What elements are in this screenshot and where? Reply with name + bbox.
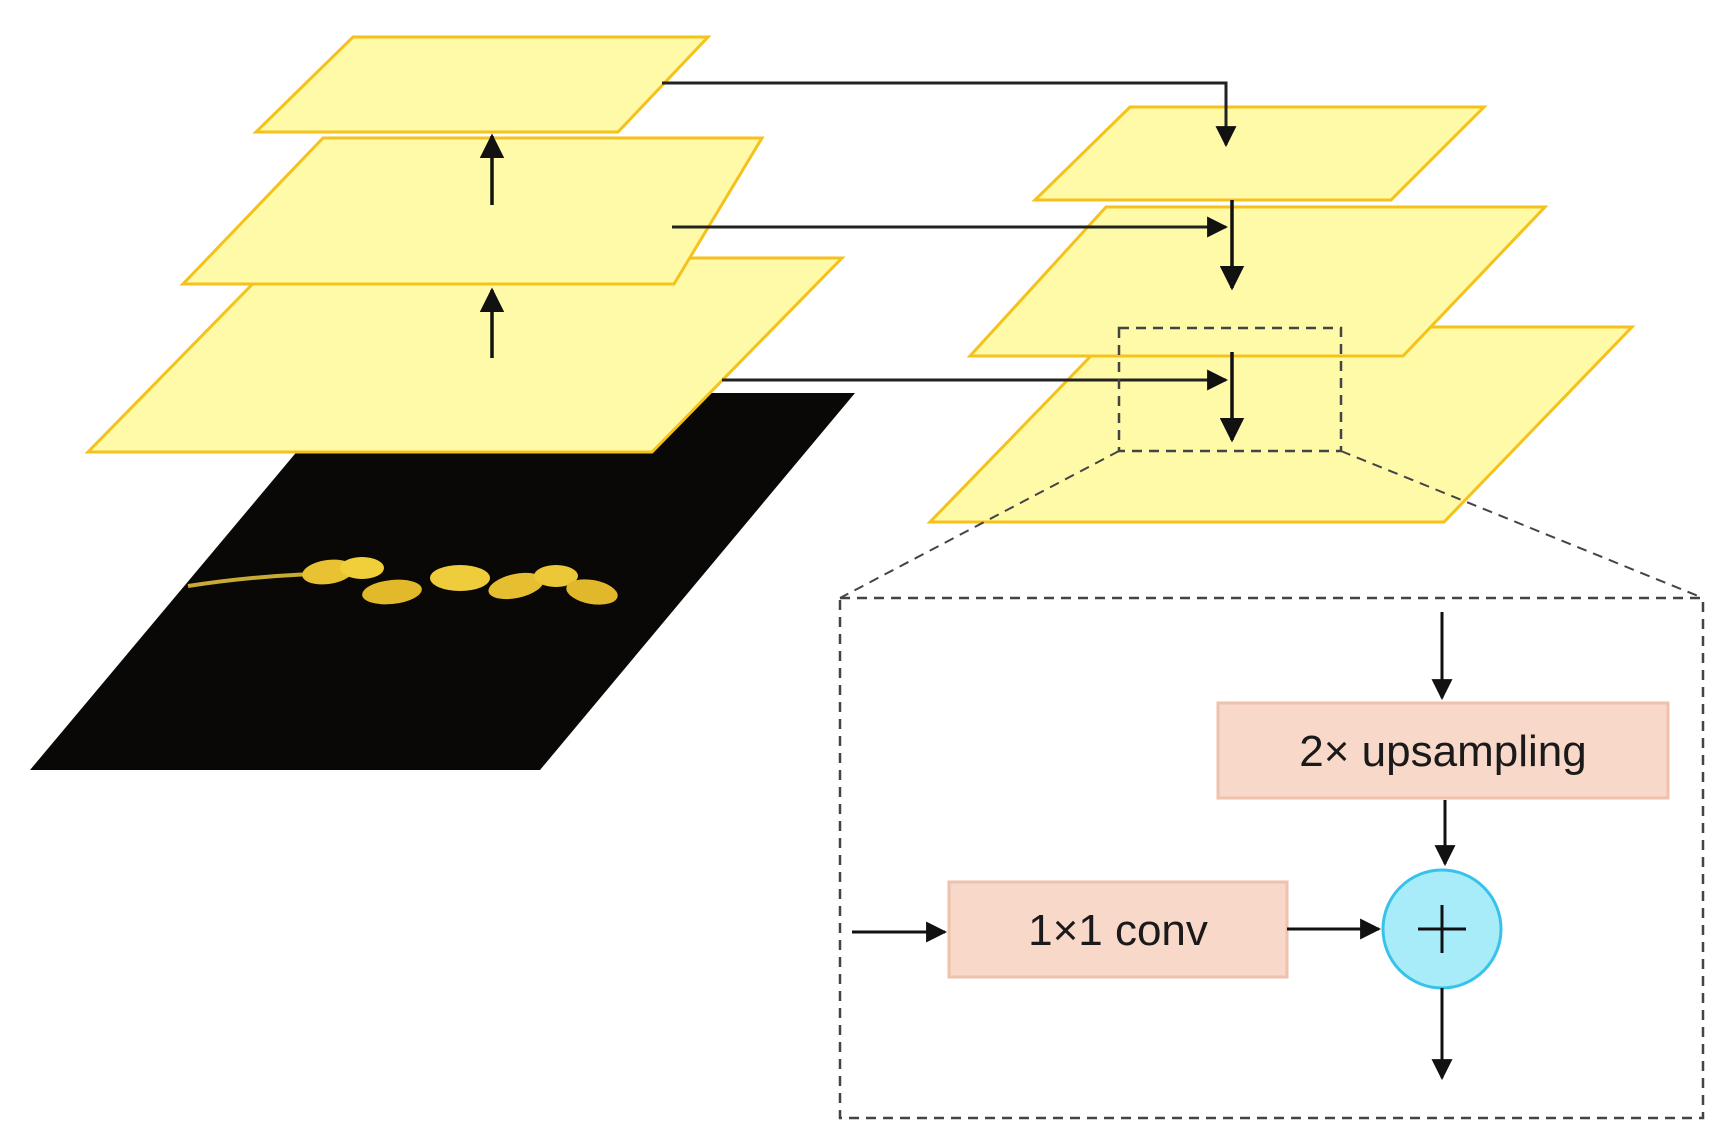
top-down-pathway: [926, 105, 1636, 524]
top-down-level-3: [1031, 105, 1488, 202]
lateral-connection-top: [662, 81, 1237, 148]
upsampling-box: [1216, 701, 1670, 800]
zoom-guide-right: [1340, 450, 1704, 599]
bottom-up-level-1: [84, 256, 846, 454]
zoom-callout: [838, 326, 1705, 1120]
merge-block: 2× upsampling 1×1 conv: [852, 612, 1670, 1081]
top-down-level-1: [926, 325, 1636, 524]
upsampling-label: 2× upsampling: [1299, 727, 1586, 776]
lateral-connections: [662, 81, 1245, 443]
bottom-up-level-2: [179, 136, 765, 286]
bottom-up-level-3: [252, 35, 712, 134]
top-down-level-2: [966, 205, 1549, 358]
conv-box: [947, 880, 1289, 979]
zoom-region-small: [1117, 326, 1343, 453]
bottom-up-pathway: [84, 35, 846, 454]
zoom-guide-left: [839, 450, 1120, 599]
plus-icon: [1418, 905, 1466, 953]
rice-panicle-image: [187, 557, 618, 605]
input-image: [30, 393, 855, 770]
conv-label: 1×1 conv: [1028, 906, 1208, 955]
zoom-detail-box: [838, 596, 1705, 1120]
